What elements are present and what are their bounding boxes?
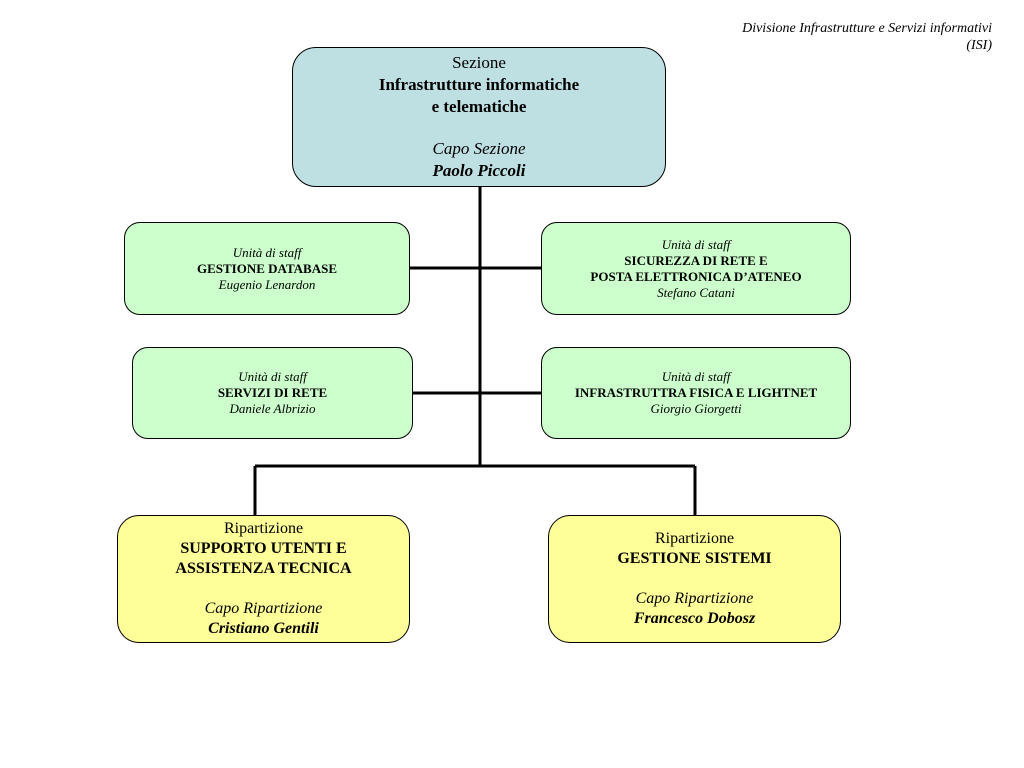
division-acronym: (ISI): [966, 38, 992, 53]
staff-person: Daniele Albrizio: [229, 401, 316, 416]
staff-label: Unità di staff: [232, 244, 302, 260]
sezione-head-name: Paolo Piccoli: [432, 161, 526, 180]
staff-person: Eugenio Lenardon: [218, 276, 316, 292]
staff-title: GESTIONE DATABASE: [196, 260, 338, 276]
sezione-box: Sezione Infrastrutture informatiche e te…: [292, 47, 666, 187]
ripartizione-head-name: Cristiano Gentili: [208, 620, 319, 637]
staff-box-gestione-database: Unità di staff GESTIONE DATABASE Eugenio…: [124, 222, 410, 315]
ripartizione-label: Ripartizione: [223, 520, 304, 537]
staff-box-sicurezza-rete: Unità di staff SICUREZZA DI RETE E POSTA…: [541, 222, 851, 315]
staff-title: SICUREZZA DI RETE E: [624, 252, 768, 268]
sezione-label: Sezione: [452, 53, 506, 72]
staff-label: Unità di staff: [661, 236, 731, 252]
ripartizione-title-line1: GESTIONE SISTEMI: [617, 550, 772, 567]
staff-box-infrastruttura-fisica: Unità di staff INFRASTRUTTRA FISICA E LI…: [541, 347, 851, 439]
ripartizione-title-line2: ASSISTENZA TECNICA: [175, 560, 352, 577]
sezione-title-line1: Infrastrutture informatiche: [378, 75, 580, 94]
ripartizione-head-name: Francesco Dobosz: [633, 610, 756, 627]
staff-label: Unità di staff: [661, 369, 731, 384]
ripartizione-box-supporto-utenti: Ripartizione SUPPORTO UTENTI E ASSISTENZ…: [117, 515, 410, 643]
ripartizione-label: Ripartizione: [654, 530, 735, 547]
staff-person: Giorgio Giorgetti: [650, 401, 742, 416]
staff-person: Stefano Catani: [657, 284, 735, 300]
division-name: Divisione Infrastrutture e Servizi infor…: [742, 21, 992, 36]
staff-title-line2: POSTA ELETTRONICA D’ATENEO: [590, 268, 802, 284]
division-header: Divisione Infrastrutture e Servizi infor…: [742, 20, 992, 54]
sezione-title-line2: e telematiche: [431, 97, 527, 116]
staff-box-servizi-rete: Unità di staff SERVIZI DI RETE Daniele A…: [132, 347, 413, 439]
ripartizione-title-line1: SUPPORTO UTENTI E: [180, 540, 347, 557]
staff-title: SERVIZI DI RETE: [217, 385, 328, 400]
ripartizione-role: Capo Ripartizione: [635, 590, 754, 607]
ripartizione-role: Capo Ripartizione: [204, 600, 323, 617]
sezione-role: Capo Sezione: [432, 139, 526, 158]
staff-label: Unità di staff: [238, 369, 307, 384]
ripartizione-box-gestione-sistemi: Ripartizione GESTIONE SISTEMI Capo Ripar…: [548, 515, 841, 643]
staff-title: INFRASTRUTTRA FISICA E LIGHTNET: [574, 385, 818, 400]
